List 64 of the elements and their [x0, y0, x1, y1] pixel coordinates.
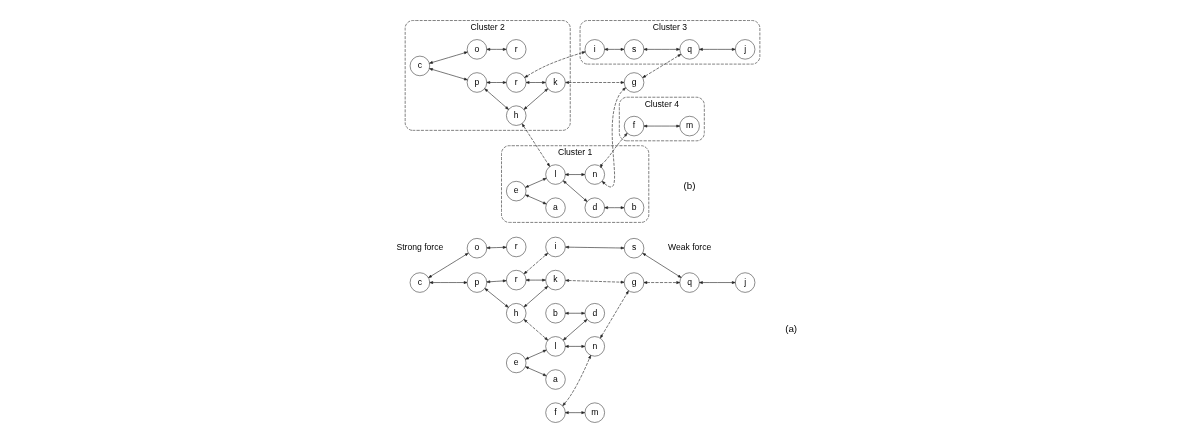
- arrow: [643, 124, 681, 128]
- arrow: [523, 319, 549, 341]
- node-circle: e: [506, 352, 527, 374]
- arrow: [562, 180, 588, 202]
- node-circle: c: [409, 55, 430, 77]
- node-circle: a: [545, 197, 566, 218]
- node-circle: a: [545, 369, 566, 390]
- arrow: [525, 278, 546, 282]
- arrow: [600, 290, 629, 339]
- arrow: [523, 88, 549, 110]
- arrow: [521, 123, 550, 167]
- node-circle: s: [623, 39, 645, 60]
- arrow: [565, 245, 625, 250]
- arrow: [601, 87, 626, 188]
- arrow: [523, 286, 549, 308]
- node-circle: i: [584, 39, 605, 60]
- arrow: [699, 281, 736, 284]
- arrow: [525, 349, 547, 360]
- arrow: [525, 366, 547, 377]
- node-circle: r: [506, 236, 527, 258]
- arrow: [484, 288, 509, 308]
- arrow: [525, 81, 546, 84]
- arrow: [642, 53, 682, 78]
- node-circle: b: [545, 303, 566, 324]
- node-circle: r: [506, 39, 527, 60]
- label: (a): [785, 323, 798, 335]
- legend-label: Weak force: [667, 242, 712, 253]
- arrow: [486, 246, 507, 250]
- arrow: [486, 48, 507, 51]
- arrow: [429, 51, 468, 64]
- arrow: [429, 281, 468, 284]
- node-circle: j: [735, 39, 756, 60]
- arrow: [604, 206, 625, 210]
- node-circle: e: [506, 181, 527, 202]
- arrow: [524, 51, 586, 78]
- node-circle: b: [623, 197, 645, 218]
- arrow: [562, 355, 591, 407]
- arrow: [565, 311, 586, 315]
- node-circle: o: [466, 39, 488, 60]
- arrow: [565, 81, 625, 84]
- arrow: [429, 68, 468, 81]
- arrow: [525, 178, 547, 188]
- arrow: [428, 252, 469, 278]
- label: (b): [683, 179, 696, 191]
- arrow: [486, 81, 507, 84]
- arrow: [565, 411, 586, 415]
- arrow: [525, 194, 547, 205]
- arrow: [600, 132, 628, 169]
- arrow: [565, 279, 625, 284]
- arrow: [562, 319, 588, 341]
- arrow: [565, 345, 586, 348]
- arrow: [565, 173, 586, 176]
- node-circle: j: [735, 272, 756, 293]
- arrow: [643, 281, 681, 284]
- arrow: [642, 252, 682, 278]
- arrow: [484, 88, 509, 110]
- arrow: [604, 48, 625, 51]
- arrow: [643, 48, 681, 51]
- node-circle: m: [584, 402, 605, 423]
- arrow: [699, 48, 736, 51]
- legend-label: Strong force: [396, 242, 444, 253]
- arrow: [486, 279, 507, 284]
- arrow: [523, 252, 549, 275]
- node-circle: m: [679, 115, 700, 137]
